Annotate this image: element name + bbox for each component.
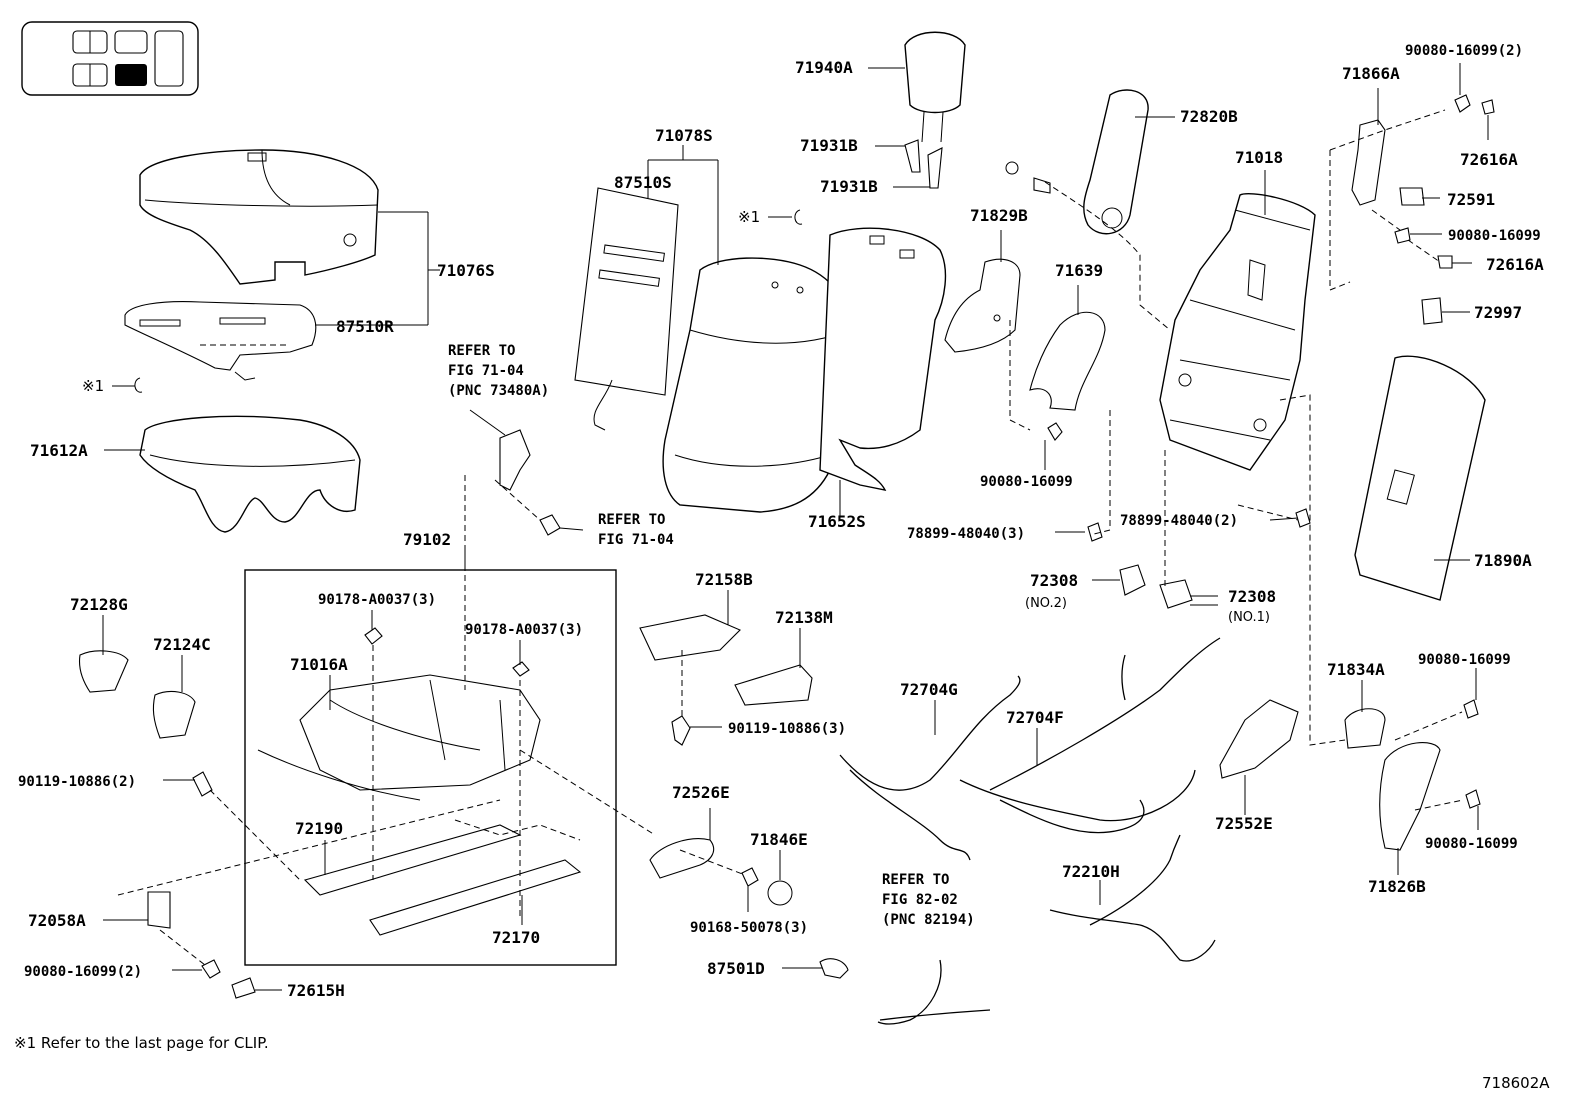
knob-72526E-shape <box>649 838 715 879</box>
bracket-71866A-shape <box>1351 119 1386 206</box>
label-72210H[interactable]: 72210H <box>1062 862 1120 881</box>
label-71931B-1[interactable]: 71931B <box>800 136 858 155</box>
clip-ref-1: ※1 <box>82 377 104 395</box>
seat-heater-pad-shape <box>124 301 317 381</box>
label-71866A[interactable]: 71866A <box>1342 64 1400 83</box>
cable-72210H <box>1049 909 1216 962</box>
seat-cushion-pad-shape <box>139 415 361 533</box>
label-71826B[interactable]: 71826B <box>1368 877 1426 896</box>
label-72997[interactable]: 72997 <box>1474 303 1522 322</box>
refer-note-3-line1[interactable]: REFER TO <box>882 872 949 888</box>
armrest-shape <box>1005 89 1149 235</box>
label-72170[interactable]: 72170 <box>492 928 540 947</box>
label-71846E[interactable]: 71846E <box>750 830 808 849</box>
label-71018[interactable]: 71018 <box>1235 148 1283 167</box>
label-72616A-1[interactable]: 72616A <box>1460 150 1518 169</box>
label-72615H[interactable]: 72615H <box>287 981 345 1000</box>
label-87510S[interactable]: 87510S <box>614 173 672 192</box>
cable-72704G <box>839 675 1021 791</box>
cap-71846E-shape <box>767 880 793 906</box>
shield-cover-shape <box>1029 311 1106 411</box>
refer-note-1-line2[interactable]: FIG 71-04 <box>448 363 524 379</box>
leader-lines <box>102 63 1489 991</box>
label-79102[interactable]: 79102 <box>403 530 451 549</box>
label-72128G[interactable]: 72128G <box>70 595 128 614</box>
refer-note-1-line3[interactable]: (PNC 73480A) <box>448 383 549 399</box>
cover-72138M-shape <box>734 664 813 706</box>
back-board-shape <box>1354 355 1486 601</box>
label-90080-16099-2-bot[interactable]: 90080-16099(2) <box>24 964 142 980</box>
label-71612A[interactable]: 71612A <box>30 441 88 460</box>
label-71890A[interactable]: 71890A <box>1474 551 1532 570</box>
label-90080-16099-r2[interactable]: 90080-16099 <box>1418 652 1511 668</box>
label-72308-no1-sub: (NO.1) <box>1228 610 1270 625</box>
footer-clip-note: ※1 Refer to the last page for CLIP. <box>14 1034 269 1052</box>
refer-note-3-line2[interactable]: FIG 82-02 <box>882 892 958 908</box>
label-72591[interactable]: 72591 <box>1447 190 1495 209</box>
label-71639[interactable]: 71639 <box>1055 261 1103 280</box>
label-72308-no2[interactable]: 72308 <box>1030 571 1078 590</box>
seat-cushion-cover-shape <box>139 149 379 285</box>
label-71016A[interactable]: 71016A <box>290 655 348 674</box>
label-90080-16099-mid[interactable]: 90080-16099 <box>980 474 1073 490</box>
refer-note-2-line2[interactable]: FIG 71-04 <box>598 532 674 548</box>
refer-note-2-line1[interactable]: REFER TO <box>598 512 665 528</box>
label-72190[interactable]: 72190 <box>295 819 343 838</box>
headrest-shape <box>904 31 966 189</box>
label-71652S[interactable]: 71652S <box>808 512 866 531</box>
label-72704G[interactable]: 72704G <box>900 680 958 699</box>
clip-ref-2: ※1 <box>738 208 760 226</box>
rail-72170-shape <box>369 859 582 936</box>
label-90119-10886-2[interactable]: 90119-10886(2) <box>18 774 136 790</box>
label-90119-10886-3[interactable]: 90119-10886(3) <box>728 721 846 737</box>
label-71940A[interactable]: 71940A <box>795 58 853 77</box>
label-72158B[interactable]: 72158B <box>695 570 753 589</box>
seatback-cover-shape <box>662 257 851 513</box>
label-90080-16099-r1[interactable]: 90080-16099 <box>1448 228 1541 244</box>
label-71076S[interactable]: 71076S <box>437 261 495 280</box>
label-71829B[interactable]: 71829B <box>970 206 1028 225</box>
label-87501D[interactable]: 87501D <box>707 959 765 978</box>
label-72704F[interactable]: 72704F <box>1006 708 1064 727</box>
cover-72158B-shape <box>639 614 741 661</box>
bracket-72552E-shape <box>1219 699 1299 779</box>
label-72308-no1[interactable]: 72308 <box>1228 587 1276 606</box>
refer-note-3-line3[interactable]: (PNC 82194) <box>882 912 975 928</box>
cover-71834A-shape <box>1344 708 1386 749</box>
label-72616A-2[interactable]: 72616A <box>1486 255 1544 274</box>
label-72138M[interactable]: 72138M <box>775 608 833 627</box>
label-72058A[interactable]: 72058A <box>28 911 86 930</box>
label-78899-48040-3[interactable]: 78899-48040(3) <box>907 526 1025 542</box>
refer-note-1-line1[interactable]: REFER TO <box>448 343 515 359</box>
cover-71826B-shape <box>1379 742 1441 851</box>
side-cover-shape <box>944 258 1021 353</box>
seat-locator-icon <box>21 21 199 96</box>
label-72308-no2-sub: (NO.2) <box>1025 596 1067 611</box>
label-71078S[interactable]: 71078S <box>655 126 713 145</box>
label-71931B-2[interactable]: 71931B <box>820 177 878 196</box>
harness-87501D <box>877 959 991 1025</box>
label-90178-A0037-1[interactable]: 90178-A0037(3) <box>318 592 436 608</box>
figure-id: 718602A <box>1482 1074 1550 1092</box>
seatback-heater-shape <box>574 187 679 431</box>
label-72820B[interactable]: 72820B <box>1180 107 1238 126</box>
label-78899-48040-2[interactable]: 78899-48040(2) <box>1120 513 1238 529</box>
label-72124C[interactable]: 72124C <box>153 635 211 654</box>
label-71834A[interactable]: 71834A <box>1327 660 1385 679</box>
seat-adjuster-shape <box>257 674 541 801</box>
label-90080-16099-2-top[interactable]: 90080-16099(2) <box>1405 43 1523 59</box>
label-90080-16099-r3[interactable]: 90080-16099 <box>1425 836 1518 852</box>
seatback-pad-shape <box>819 227 947 491</box>
seat-frame-shape <box>1159 193 1316 471</box>
cable-72704F <box>959 769 1196 822</box>
label-72526E[interactable]: 72526E <box>672 783 730 802</box>
label-72552E[interactable]: 72552E <box>1215 814 1273 833</box>
label-87510R[interactable]: 87510R <box>336 317 394 336</box>
label-90168-50078[interactable]: 90168-50078(3) <box>690 920 808 936</box>
label-90178-A0037-2[interactable]: 90178-A0037(3) <box>465 622 583 638</box>
